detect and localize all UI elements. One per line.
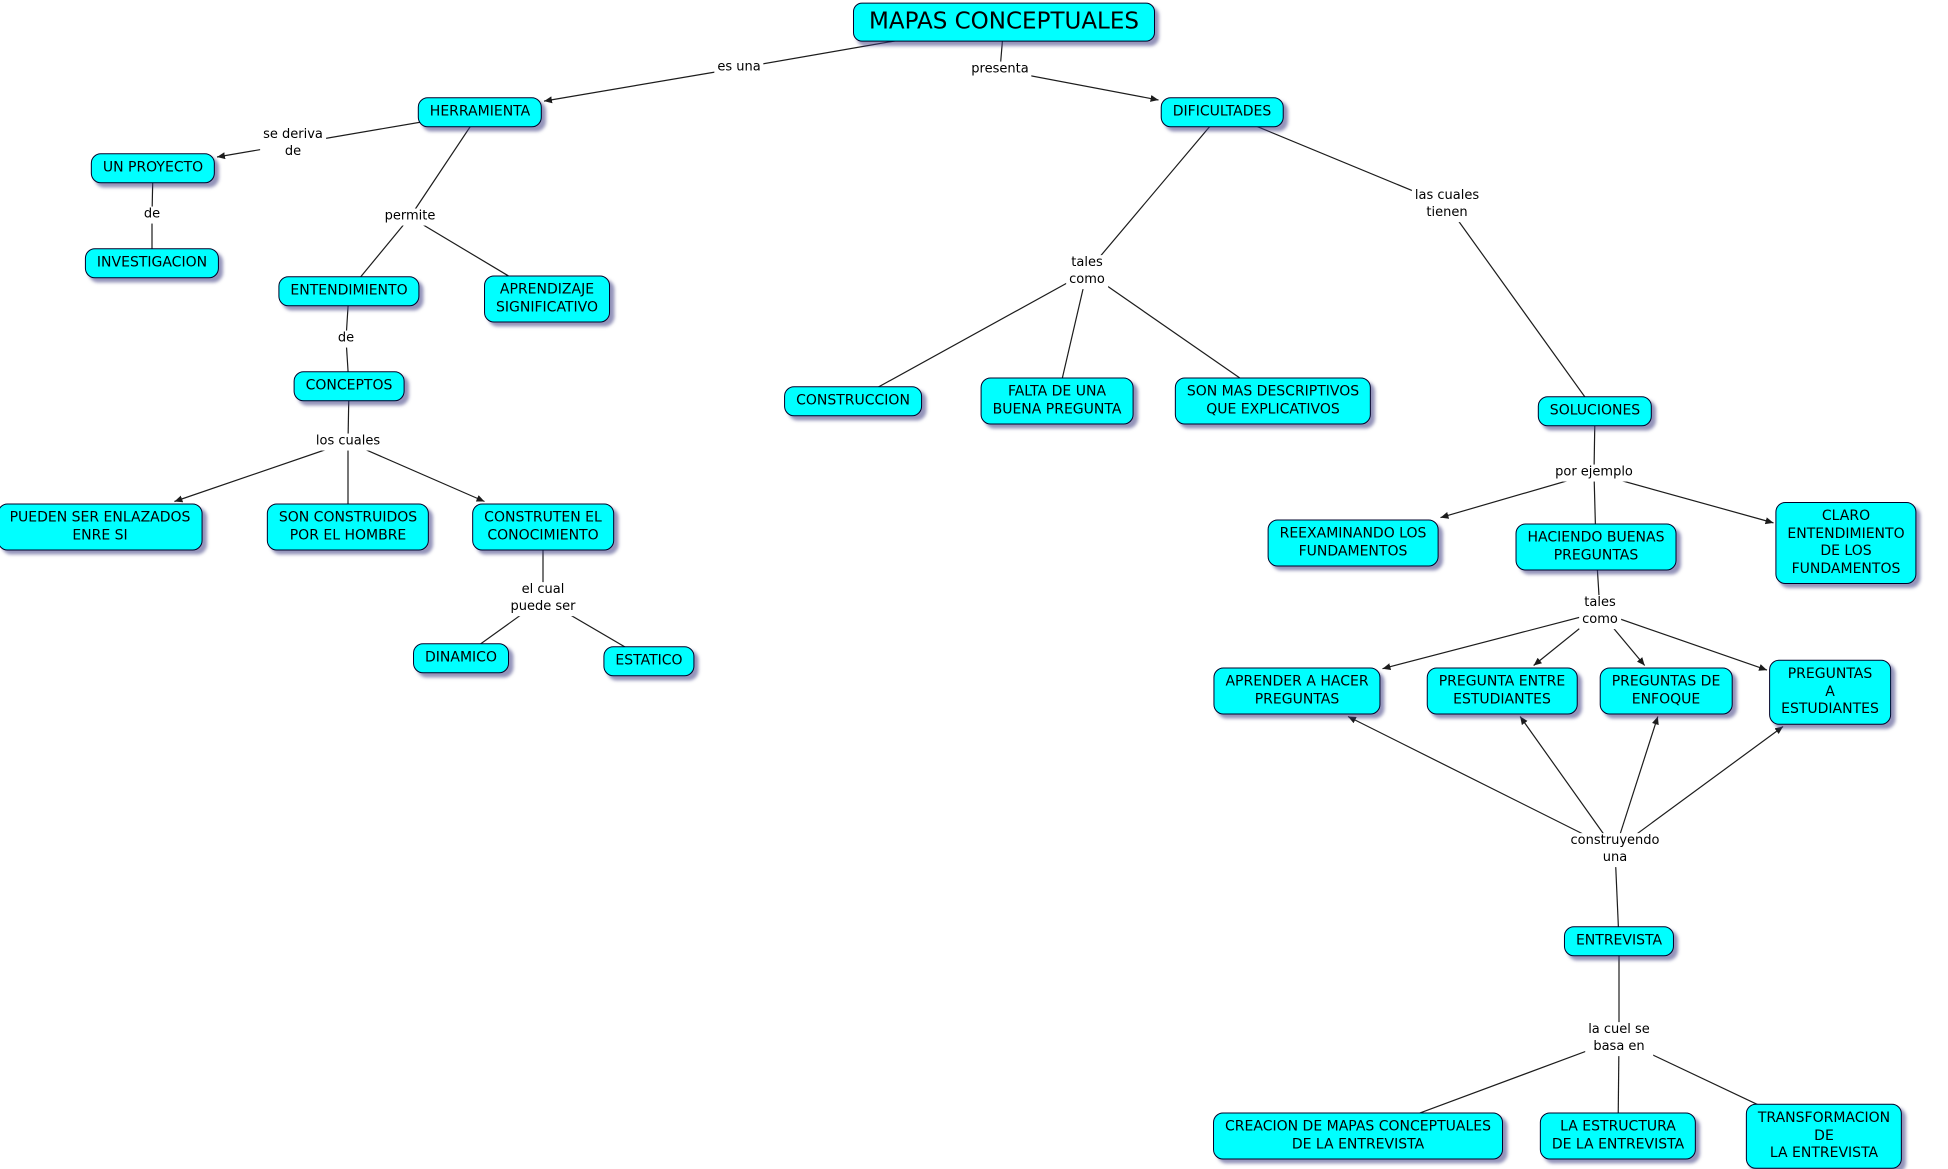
- concept-node-estatico[interactable]: ESTATICO: [603, 646, 695, 676]
- concept-node-herramienta[interactable]: HERRAMIENTA: [417, 97, 543, 127]
- link-label-es-una: es una: [714, 59, 764, 77]
- connector-line: [1599, 611, 1768, 671]
- connector-line: [1446, 204, 1596, 412]
- concept-node-mapas[interactable]: MAPAS CONCEPTUALES: [852, 2, 1156, 42]
- concept-node-creacion[interactable]: CREACION DE MAPAS CONCEPTUALES DE LA ENT…: [1213, 1112, 1503, 1160]
- link-label-de2: de: [334, 330, 358, 348]
- concept-node-pregunta-entre[interactable]: PREGUNTA ENTRE ESTUDIANTES: [1426, 667, 1578, 715]
- link-label-las-cuales: las cuales tienen: [1411, 188, 1483, 222]
- link-label-se-deriva: se deriva de: [260, 127, 326, 161]
- connector-line: [1614, 716, 1659, 851]
- concept-node-aprendizaje[interactable]: APRENDIZAJE SIGNIFICATIVO: [484, 275, 610, 323]
- concept-node-reexaminando[interactable]: REEXAMINANDO LOS FUNDAMENTOS: [1267, 519, 1439, 567]
- link-label-de1: de: [140, 206, 164, 224]
- concept-node-son-mas[interactable]: SON MAS DESCRIPTIVOS QUE EXPLICATIVOS: [1174, 377, 1372, 425]
- connector-line: [1382, 611, 1601, 671]
- concept-node-entrevista[interactable]: ENTREVISTA: [1563, 926, 1675, 956]
- link-label-permite: permite: [381, 208, 439, 226]
- link-label-construyendo: construyendo una: [1567, 833, 1663, 867]
- concept-node-un-proyecto[interactable]: UN PROYECTO: [90, 153, 216, 183]
- connector-line: [174, 441, 349, 503]
- concept-node-son-construidos[interactable]: SON CONSTRUIDOS POR EL HOMBRE: [266, 503, 430, 551]
- concept-node-investigacion[interactable]: INVESTIGACION: [84, 248, 220, 278]
- link-label-el-cual: el cual puede ser: [507, 582, 579, 616]
- concept-node-construten[interactable]: CONSTRUTEN EL CONOCIMIENTO: [472, 503, 614, 551]
- link-label-la-cual: la cuel se basa en: [1585, 1022, 1653, 1056]
- concept-node-soluciones[interactable]: SOLUCIONES: [1537, 396, 1653, 426]
- connector-line: [347, 441, 485, 503]
- concept-node-haciendo[interactable]: HACIENDO BUENAS PREGUNTAS: [1515, 523, 1677, 571]
- concept-node-preguntas-a[interactable]: PREGUNTAS A ESTUDIANTES: [1769, 659, 1891, 725]
- concept-node-transformacion[interactable]: TRANSFORMACION DE LA ENTREVISTA: [1745, 1103, 1903, 1169]
- concept-node-aprender[interactable]: APRENDER A HACER PREGUNTAS: [1213, 667, 1381, 715]
- link-label-los-cuales: los cuales: [312, 433, 384, 451]
- concept-node-construccion[interactable]: CONSTRUCCION: [784, 386, 922, 416]
- link-label-tales1: tales como: [1066, 255, 1108, 289]
- concept-node-dinamico[interactable]: DINAMICO: [413, 643, 509, 673]
- concept-node-falta[interactable]: FALTA DE UNA BUENA PREGUNTA: [980, 377, 1134, 425]
- link-label-tales2: tales como: [1579, 595, 1621, 629]
- concept-node-conceptos[interactable]: CONCEPTOS: [293, 371, 405, 401]
- concept-node-claro[interactable]: CLARO ENTENDIMIENTO DE LOS FUNDAMENTOS: [1775, 502, 1917, 584]
- concept-node-preguntas-enfoque[interactable]: PREGUNTAS DE ENFOQUE: [1599, 667, 1733, 715]
- connector-line: [543, 67, 740, 104]
- connector-line: [1614, 726, 1784, 851]
- link-label-por-ejemplo: por ejemplo: [1552, 464, 1636, 482]
- connector-line: [1519, 716, 1616, 851]
- connector-line: [409, 111, 481, 218]
- concept-node-entendimiento[interactable]: ENTENDIMIENTO: [278, 276, 420, 306]
- connector-line: [1347, 715, 1616, 851]
- concept-node-pueden-ser[interactable]: PUEDEN SER ENLAZADOS ENRE SI: [0, 503, 203, 551]
- concept-node-estructura[interactable]: LA ESTRUCTURA DE LA ENTREVISTA: [1539, 1112, 1697, 1160]
- connector-line: [1086, 111, 1223, 273]
- concept-node-dificultades[interactable]: DIFICULTADES: [1160, 97, 1284, 127]
- link-label-presenta: presenta: [968, 61, 1032, 79]
